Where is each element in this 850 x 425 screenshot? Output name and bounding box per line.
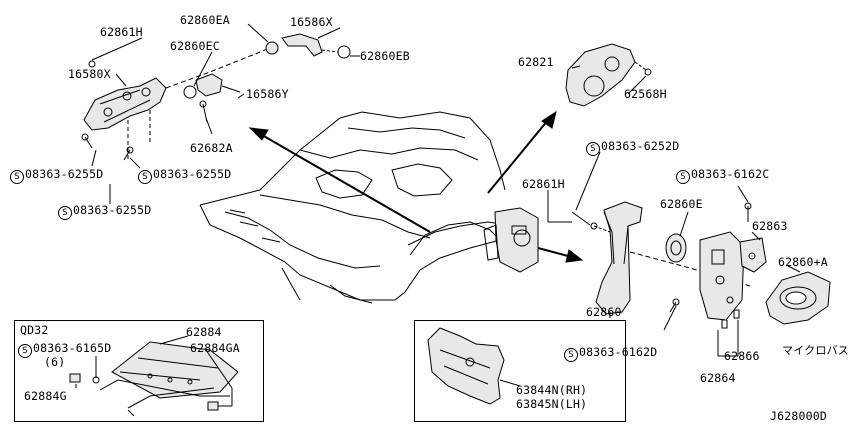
callout-62860eb: 62860EB (360, 49, 410, 63)
bolt-symbol-icon: S (58, 206, 72, 220)
callout-16580x: 16580X (68, 67, 111, 81)
bolt-symbol-icon: S (10, 170, 24, 184)
callout-62884: 62884 (186, 325, 222, 339)
callout-62864: 62864 (700, 371, 736, 385)
bolt-symbol-icon: S (18, 344, 32, 358)
callout-62821: 62821 (518, 55, 554, 69)
callout-62861h-right: 62861H (522, 177, 565, 191)
filler-tube-assembly (571, 201, 831, 357)
callout-62860ec: 62860EC (170, 39, 220, 53)
callout-62866: 62866 (724, 349, 760, 363)
callout-62884g: 62884G (24, 389, 67, 403)
callout-62884ga: 62884GA (190, 341, 240, 355)
callout-62860: 62860 (586, 305, 622, 319)
callout-62860a: 62860+A (778, 255, 828, 269)
callout-qty: (6) (44, 355, 66, 369)
bolt-symbol-icon: S (564, 348, 578, 362)
callout-62860ea: 62860EA (180, 13, 230, 27)
fuel-lid-assembly (565, 43, 652, 107)
callout-62860e: 62860E (660, 197, 703, 211)
callout-62863: 62863 (752, 219, 788, 233)
callout-microbus-note: マイクロバス (782, 344, 849, 357)
callout-63844n: 63844N(RH) (516, 383, 588, 397)
qd32-title: QD32 (20, 323, 49, 337)
leader-lines (91, 23, 801, 331)
callout-62682a: 62682A (190, 141, 233, 155)
qd32-box (14, 320, 264, 422)
callout-63845n: 63845N(LH) (516, 397, 588, 411)
qd32-parts (69, 335, 239, 417)
pointer-arrows (248, 110, 584, 263)
bracket-box (414, 320, 626, 422)
callout-62861h: 62861H (100, 25, 143, 39)
bolt-symbol-icon: S (586, 142, 600, 156)
bolt-symbol-icon: S (138, 170, 152, 184)
bracket-panel (427, 327, 521, 405)
upper-left-assembly (81, 33, 351, 161)
diagram-code: J628000D (770, 409, 827, 423)
bolt-symbol-icon: S (676, 170, 690, 184)
callout-16586y: 16586Y (246, 87, 289, 101)
callout-62568h: 62568H (624, 87, 667, 101)
vehicle-body (199, 111, 539, 304)
callout-16586x: 16586X (290, 15, 333, 29)
